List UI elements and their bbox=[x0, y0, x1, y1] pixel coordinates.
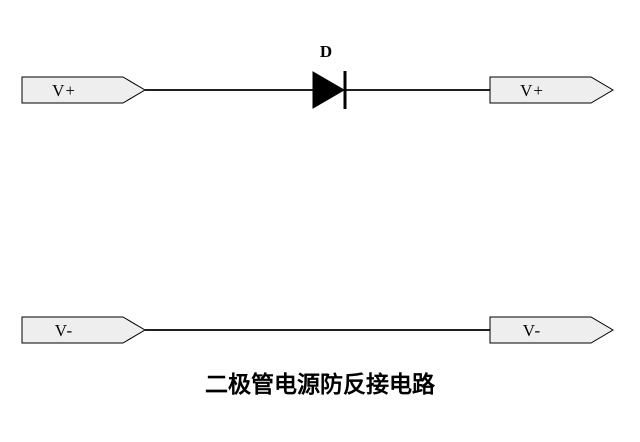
connector-tag-vminus-right bbox=[489, 316, 614, 344]
diode-anode-triangle bbox=[312, 71, 345, 109]
connector-tag-vminus-left bbox=[21, 316, 146, 344]
vminus-left-label: V- bbox=[55, 321, 73, 340]
diode-designator-label: D bbox=[320, 42, 332, 61]
vminus-right-label: V- bbox=[523, 321, 541, 340]
diagram-caption: 二极管电源防反接电路 bbox=[205, 371, 436, 397]
vplus-right-label: V+ bbox=[520, 81, 544, 100]
diode-symbol bbox=[312, 71, 347, 109]
connector-tag-vplus-left bbox=[21, 76, 146, 104]
vplus-left-label: V+ bbox=[52, 81, 76, 100]
connector-tag-vplus-right bbox=[489, 76, 614, 104]
